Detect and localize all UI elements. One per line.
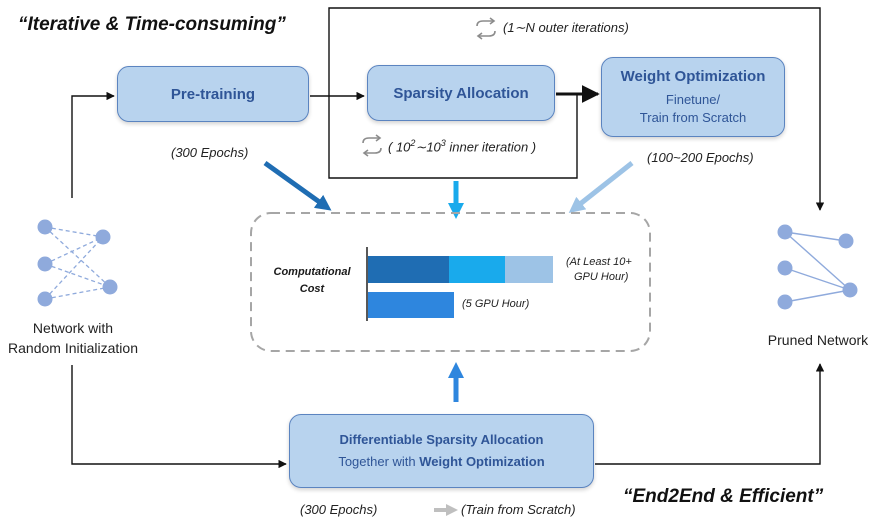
quote-iterative: “Iterative & Time-consuming” [18, 14, 286, 35]
arrow-random-to-pretraining [71, 91, 115, 198]
bar1-note-line1: (At Least 10+ [566, 256, 632, 268]
inner-note-part: ∼10 [415, 139, 441, 155]
weightopt-epochs: (100~200 Epochs) [647, 150, 754, 165]
inner-iterations-note: ( 102∼103 inner iteration ) [388, 138, 536, 155]
train-from-scratch-note: (Train from Scratch) [461, 502, 576, 517]
differentiable-box: Differentiable Sparsity Allocation Toget… [289, 414, 594, 488]
weight-optimization-line2: Train from Scratch [639, 109, 747, 125]
inner-note-part: inner iteration ) [445, 139, 537, 155]
weight-optimization-box: Weight Optimization Finetune/ Train from… [601, 57, 785, 137]
cost-label-line1: Computational [273, 266, 351, 278]
node [95, 229, 111, 245]
differentiable-line2: Together with Weight Optimization [338, 453, 544, 471]
outer-iterations-note: (1∼N outer iterations) [503, 20, 629, 35]
differentiable-line2-prefix: Together with [338, 454, 420, 469]
node [37, 219, 53, 235]
node [37, 291, 53, 307]
outer-loop-line [328, 7, 825, 211]
node [102, 279, 118, 295]
inner-note-sup: 3 [440, 138, 446, 148]
pretraining-title: Pre-training [170, 85, 256, 103]
bar-single-diff [368, 292, 454, 318]
node [842, 282, 858, 298]
pretrain-epochs: (300 Epochs) [171, 145, 249, 160]
bar-segment-sparsity [449, 256, 505, 283]
bar1-note-line2: GPU Hour) [574, 271, 629, 283]
arrow-random-to-diff [71, 365, 287, 469]
bar-segment-pretrain [368, 256, 449, 283]
flow-lines [71, 7, 825, 469]
arrow-diff-to-pruned [595, 363, 825, 465]
bar-segment-weightopt [505, 256, 553, 283]
random-network [37, 219, 118, 307]
node [37, 256, 53, 272]
pretraining-box: Pre-training [117, 66, 309, 122]
sparsity-allocation-title: Sparsity Allocation [393, 84, 529, 102]
differentiable-line1: Differentiable Sparsity Allocation [339, 432, 544, 447]
node [777, 294, 793, 310]
random-network-caption: Network with Random Initialization [0, 318, 146, 358]
cost-dashed-box [250, 212, 651, 352]
arrow-weightopt-cost [568, 161, 634, 213]
random-caption-line1: Network with [32, 320, 114, 336]
weight-optimization-line1: Finetune/ [665, 91, 721, 107]
cost-bars [366, 247, 553, 321]
random-caption-line2: Random Initialization [8, 340, 138, 356]
weight-optimization-title: Weight Optimization [620, 67, 766, 85]
pruned-network [777, 224, 858, 310]
inner-loop-line [328, 94, 578, 179]
sparsity-allocation-box: Sparsity Allocation [367, 65, 555, 121]
inner-note-sup: 2 [410, 138, 416, 148]
node [777, 260, 793, 276]
computational-cost-label: Computational Cost [264, 264, 360, 298]
node [838, 233, 854, 249]
cycle-icon-outer [476, 17, 496, 40]
cycle-icon-inner [362, 134, 382, 157]
cost-label-line2: Cost [299, 283, 325, 295]
quote-end2end: “End2End & Efficient” [623, 486, 824, 507]
inner-note-part: ( 10 [388, 139, 411, 155]
diff-epochs: (300 Epochs) [300, 502, 378, 517]
node [777, 224, 793, 240]
bar2-note: (5 GPU Hour) [462, 298, 530, 310]
differentiable-line2-bold: Weight Optimization [419, 454, 545, 469]
pruned-network-caption: Pruned Network [767, 332, 869, 348]
arrow-pretrain-cost [263, 160, 332, 211]
bar1-note: (At Least 10+ GPU Hour) [566, 255, 632, 285]
cost-arrows [263, 160, 634, 516]
